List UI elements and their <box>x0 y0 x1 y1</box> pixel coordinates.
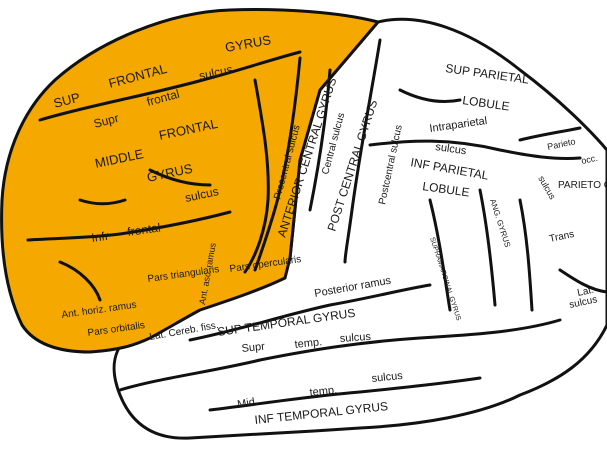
label-supr-2: Supr <box>241 341 266 355</box>
label-sulcus-6: sulcus <box>339 331 371 345</box>
label-supr: Supr <box>92 111 120 131</box>
label-occ: occ. <box>580 153 598 166</box>
label-lobule-2: LOBULE <box>422 179 471 199</box>
sulci-lines <box>26 38 607 412</box>
label-sulcus-7: sulcus <box>371 370 404 385</box>
label-sulcus-3: sulcus <box>435 141 468 157</box>
label-temp-2: temp. <box>309 384 338 399</box>
label-sulcus-2: sulcus <box>184 184 220 205</box>
label-sup: SUP <box>52 89 82 110</box>
label-trans: Trans <box>548 229 575 245</box>
label-sulcus-1: sulcus <box>198 62 234 83</box>
label-lat: Lat. <box>576 285 595 299</box>
label-frontal-4: frontal <box>126 220 161 239</box>
label-infr: Infr <box>90 229 109 245</box>
label-lobule-1: LOBULE <box>462 93 511 113</box>
label-mid: Mid. <box>236 396 259 411</box>
label-temp: temp. <box>294 336 323 351</box>
frontal-lobe <box>0 8 381 354</box>
label-parieto-occ: PARIETO OCC. <box>558 180 607 191</box>
